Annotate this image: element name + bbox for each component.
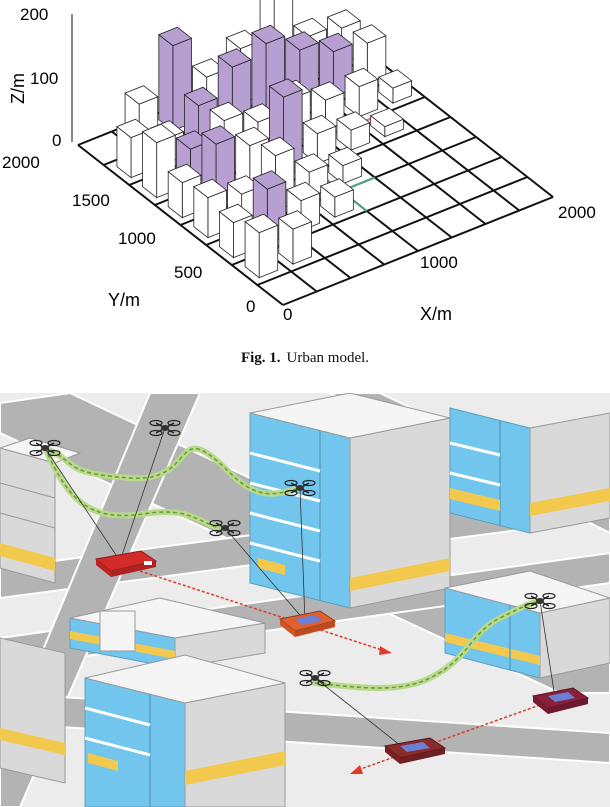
purple-building-face <box>251 24 286 45</box>
white-building-face <box>141 123 177 144</box>
building-center-tall <box>249 393 451 609</box>
building-low-center <box>69 597 266 669</box>
purple-building-face <box>252 170 287 190</box>
purple-building-face <box>183 86 218 107</box>
purple-building-face <box>284 31 320 51</box>
white-building-face <box>286 181 321 202</box>
y-axis-label: Y/m <box>108 290 140 310</box>
white-building-face <box>294 153 329 173</box>
building-top-right <box>449 407 610 534</box>
white-building-face <box>310 81 345 101</box>
caption-text: Urban model. <box>286 350 370 366</box>
white-building-face <box>258 224 279 279</box>
arrow-head-1 <box>379 646 392 655</box>
y-tick-500: 500 <box>174 263 202 282</box>
purple-building-face <box>217 48 252 68</box>
purple-building-face <box>201 125 236 145</box>
link-lines <box>44 427 556 754</box>
car-icon <box>278 610 337 637</box>
z-tick-0: 0 <box>52 131 61 150</box>
drone-icon <box>149 419 181 437</box>
uav-path-2 <box>42 445 223 531</box>
white-building-face <box>378 69 413 89</box>
car-icon <box>94 550 158 577</box>
white-building-face <box>209 101 244 122</box>
z-tick-200: 200 <box>20 5 48 24</box>
white-building-face <box>193 178 228 199</box>
white-building-face <box>167 163 202 184</box>
purple-building-face <box>158 26 193 47</box>
white-building-face <box>218 203 253 224</box>
x-tick-0: 0 <box>283 305 292 324</box>
y-tick-0: 0 <box>246 297 255 316</box>
vehicle-trajectories <box>139 570 541 774</box>
white-building-face <box>124 85 159 105</box>
x-axis-label: X/m <box>420 304 452 324</box>
car-icon <box>383 737 447 764</box>
white-building-face <box>142 130 158 199</box>
uav-paths-dash <box>44 447 541 689</box>
white-building-face <box>344 67 379 88</box>
drones-group <box>29 419 556 687</box>
arrow-head-2 <box>350 765 363 774</box>
drone-icon <box>524 592 556 610</box>
white-building-face <box>319 178 355 198</box>
white-building-face <box>352 24 387 44</box>
drone-icon <box>209 519 241 537</box>
white-building-face <box>244 213 279 234</box>
x-tick-2000: 2000 <box>558 203 596 222</box>
car-icon <box>531 687 590 714</box>
y-tick-2000: 2000 <box>2 153 40 172</box>
white-building-face <box>293 17 328 38</box>
white-building-face <box>328 146 363 167</box>
drone-icon <box>284 479 316 497</box>
white-building-face <box>326 9 362 29</box>
drone-icon <box>29 439 61 457</box>
city-illustration <box>0 393 610 807</box>
white-building-face <box>369 107 405 128</box>
white-building-face <box>260 136 295 157</box>
buildings-group <box>116 0 413 279</box>
caption-label: Fig. 1. <box>240 350 281 366</box>
y-tick-1500: 1500 <box>72 191 110 210</box>
urban-model-3d-plot: 200 100 0 Z/m 2000 1500 1000 500 0 Y/m 0… <box>2 0 596 324</box>
building-lower-center <box>84 654 286 807</box>
y-tick-1000: 1000 <box>118 229 156 248</box>
purple-building-face <box>268 78 303 98</box>
building-lower-left <box>0 637 66 784</box>
purple-building-face <box>158 33 174 132</box>
figure-caption: Fig. 1. Urban model. <box>0 350 610 374</box>
z-tick-100: 100 <box>30 69 58 88</box>
drone-icon <box>299 669 331 687</box>
x-tick-1000: 1000 <box>420 253 458 272</box>
purple-building-face <box>318 32 353 53</box>
white-building-face <box>234 126 270 147</box>
white-building-face <box>302 114 337 135</box>
white-building-face <box>336 111 371 131</box>
white-building-face <box>278 210 313 230</box>
z-axis-label: Z/m <box>8 73 28 104</box>
